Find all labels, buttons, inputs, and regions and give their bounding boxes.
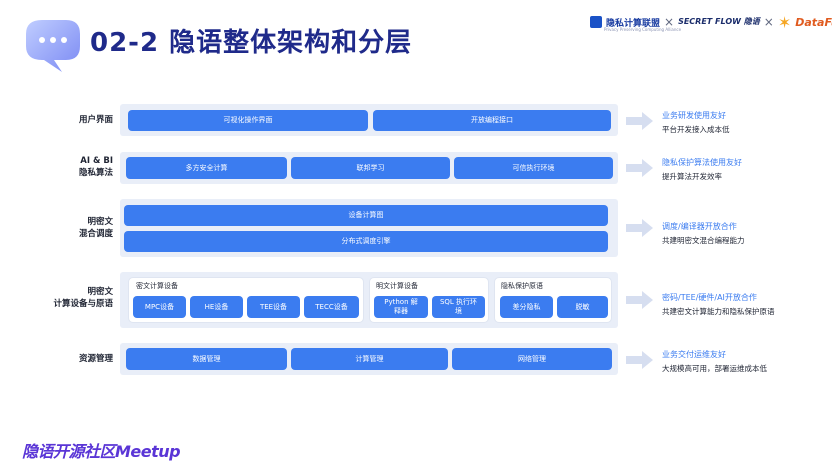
he-device-box[interactable]: HE设备 [190,296,243,318]
layer-label-scheduling: 明密文 混合调度 [78,217,113,239]
mpc-algorithm-box[interactable]: 多方安全计算 [126,157,287,179]
arrow-right-icon [626,219,653,237]
chat-bubble-icon [26,20,80,72]
layer-note-title: 业务交付运维友好 [662,350,726,359]
privacy-alliance-subtitle: Privacy Preserving Computing Alliance [604,27,682,32]
layer-note-desc: 提升算法开发效率 [662,172,722,181]
layer-note-title: 隐私保护算法使用友好 [662,158,742,167]
layer-label-resources: 资源管理 [78,354,113,364]
group-title: 明文计算设备 [376,282,418,290]
layer-note-title: 业务研发使用友好 [662,111,726,120]
separator-x: × [664,15,675,29]
privacy-alliance-logo: 隐私计算联盟 [606,18,661,29]
arrow-right-icon [626,159,653,177]
meetup-footer-logo: 隐语开源社区Meetup [22,442,181,461]
scheduler-engine-box[interactable]: 分布式调度引擎 [124,231,608,252]
open-api-box[interactable]: 开放编程接口 [373,110,611,131]
mpc-device-box[interactable]: MPC设备 [133,296,186,318]
arrow-right-icon [626,112,653,130]
layer-note-title: 密码/TEE/硬件/AI开放合作 [662,293,757,302]
federated-learning-box[interactable]: 联邦学习 [291,157,450,179]
partner-logos: 隐私计算联盟 × SECRET FLOW 隐语 × ✶ DataFun. [590,12,832,32]
group-title: 隐私保护原语 [501,282,543,290]
tee-device-box[interactable]: TEE设备 [247,296,300,318]
separator-x: × [763,15,774,29]
page-title: 02-2 隐语整体架构和分层 [90,28,413,58]
data-management-box[interactable]: 数据管理 [126,348,287,370]
secretflow-logo: SECRET FLOW 隐语 [678,17,760,26]
layer-note-desc: 平台开发接入成本低 [662,125,730,134]
python-interpreter-box[interactable]: Python 解释器 [374,296,428,318]
privacy-alliance-logo-icon [590,16,602,28]
layer-label-devices: 明密文 计算设备与原语 [53,287,113,309]
layer-label-algorithms: AI & BI 隐私算法 [78,156,113,178]
tee-environment-box[interactable]: 可信执行环境 [454,157,613,179]
device-graph-box[interactable]: 设备计算图 [124,205,608,226]
sql-engine-box[interactable]: SQL 执行环境 [432,296,485,318]
group-title: 密文计算设备 [136,282,178,290]
layer-label-user-interface: 用户界面 [78,115,113,125]
datafun-mark-icon: ✶ [777,12,792,32]
differential-privacy-box[interactable]: 差分隐私 [500,296,553,318]
tecc-device-box[interactable]: TECC设备 [304,296,359,318]
arrow-right-icon [626,291,653,309]
arrow-right-icon [626,351,653,369]
layer-note-desc: 共建明密文混合编程能力 [662,236,745,245]
network-management-box[interactable]: 网络管理 [452,348,612,370]
compute-management-box[interactable]: 计算管理 [291,348,448,370]
layer-note-desc: 大规模高可用，部署运维成本低 [662,364,767,373]
datafun-logo: DataFun. [795,15,832,29]
visual-ui-box[interactable]: 可视化操作界面 [128,110,368,131]
desensitization-box[interactable]: 脱敏 [557,296,608,318]
layer-note-title: 调度/编译器开放合作 [662,222,737,231]
layer-note-desc: 共建密文计算能力和隐私保护原语 [662,307,775,316]
